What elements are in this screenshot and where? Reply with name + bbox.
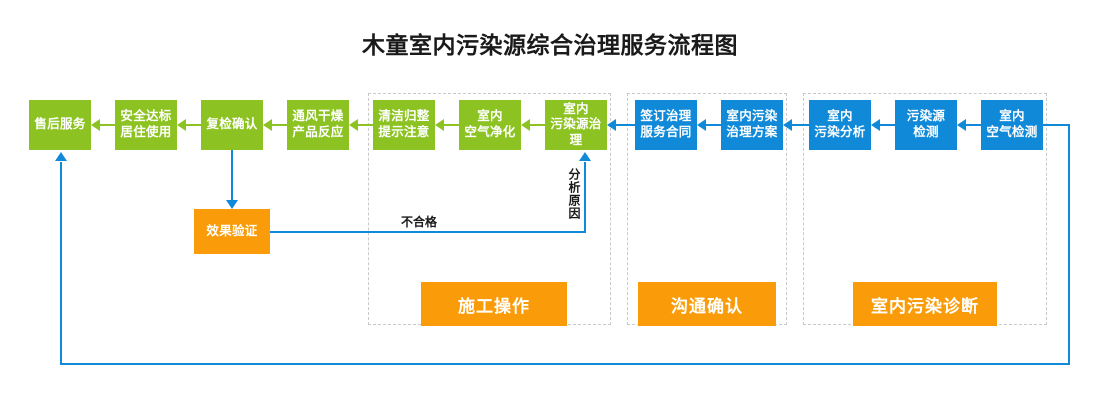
arrow-recheck-to-safe [177,119,186,131]
connector-recheck-to-effect [231,150,233,200]
section-label-text: 施工操作 [458,296,530,316]
node-label-line1: 室内 [563,101,589,116]
arrow-sourcetest-to-analysis [871,119,880,131]
node-label-line1: 通风干燥 [292,109,344,124]
node-label-line1: 复检确认 [206,117,258,132]
connector-airtest-to-sourcetest [966,124,981,126]
node-label-line1: 室内 [999,109,1025,124]
node-safe-standard-living[interactable]: 安全达标 居住使用 [115,100,177,150]
arrow-airtest-to-sourcetest [957,119,966,131]
node-label-line2: 居住使用 [120,125,172,139]
connector-ventilate-to-recheck [272,124,287,126]
arrow-clean-to-ventilate [349,119,358,131]
node-indoor-air-purify[interactable]: 室内 空气净化 [459,100,521,150]
connector-contract-to-treat [616,124,635,126]
connector-purify-to-clean [444,124,459,126]
connector-plan-to-contract [706,124,721,126]
section-label-construction-operation[interactable]: 施工操作 [421,282,567,326]
node-ventilate-dry-react[interactable]: 通风干燥 产品反应 [287,100,349,150]
arrow-safe-to-aftersales [91,119,100,131]
connector-loop-top [1043,124,1070,126]
node-label-line1: 售后服务 [34,117,86,132]
connector-analysis-to-plan [792,124,809,126]
arrow-ventilate-to-recheck [263,119,272,131]
node-after-sales-service[interactable]: 售后服务 [29,100,91,150]
node-label-line1: 清洁归整 [378,109,430,124]
connector-loop-bottom [60,363,1070,365]
node-label-line2: 服务合同 [640,125,692,139]
node-clean-tidy-notice[interactable]: 清洁归整 提示注意 [373,100,435,150]
node-label-line1: 安全达标 [120,109,172,124]
node-label-effect: 效果验证 [206,223,258,238]
connector-loop-right [1068,124,1070,365]
node-label-line1: 签订治理 [640,109,692,124]
node-label-line2: 空气检测 [986,125,1038,139]
node-pollution-analysis[interactable]: 室内 污染分析 [809,100,871,150]
edge-label-analyze-cause: 分析原因 [567,168,581,220]
connector-fail-horizontal [270,231,586,233]
node-label-line1: 污染源 [906,109,946,124]
node-recheck-confirm[interactable]: 复检确认 [201,100,263,150]
connector-fail-vertical [584,162,586,232]
section-label-communication-confirm[interactable]: 沟通确认 [638,282,776,326]
connector-loop-left [60,162,62,365]
arrow-treat-to-purify [521,119,530,131]
arrow-contract-to-treat [607,119,616,131]
node-pollution-source-test[interactable]: 污染源 检测 [895,100,957,150]
section-label-text: 室内污染诊断 [871,296,979,316]
node-label-line2: 治理方案 [726,125,778,139]
connector-clean-to-ventilate [358,124,373,126]
section-label-text: 沟通确认 [671,296,743,316]
node-sign-service-contract[interactable]: 签订治理 服务合同 [635,100,697,150]
arrow-loop-to-aftersales [55,152,67,161]
node-effect-verification[interactable]: 效果验证 [194,209,270,254]
section-label-indoor-pollution-diagnosis[interactable]: 室内污染诊断 [853,282,997,326]
arrow-purify-to-clean [435,119,444,131]
node-indoor-pollution-treat[interactable]: 室内 污染源治理 [545,100,607,150]
node-label-line1: 室内污染 [726,109,778,124]
node-label-line2: 产品反应 [292,125,344,139]
arrow-fail-to-treat [579,152,591,161]
node-label-line2: 提示注意 [378,125,430,139]
node-treatment-plan[interactable]: 室内污染 治理方案 [721,100,783,150]
node-label-line1: 室内 [827,109,853,124]
page-title: 木童室内污染源综合治理服务流程图 [362,32,738,58]
node-label-line1: 室内 [477,109,503,124]
node-indoor-air-test[interactable]: 室内 空气检测 [981,100,1043,150]
connector-recheck-to-safe [186,124,201,126]
node-label-line2: 污染分析 [814,125,866,139]
connector-sourcetest-to-analysis [880,124,895,126]
connector-treat-to-purify [530,124,545,126]
connector-safe-to-aftersales [100,124,115,126]
node-label-line2: 空气净化 [464,125,516,139]
node-label-line2: 污染源治理 [550,117,602,147]
arrow-recheck-to-effect [226,200,238,209]
arrow-analysis-to-plan [783,119,792,131]
arrow-plan-to-contract [697,119,706,131]
node-label-line2: 检测 [913,125,939,139]
edge-label-fail: 不合格 [401,215,438,229]
